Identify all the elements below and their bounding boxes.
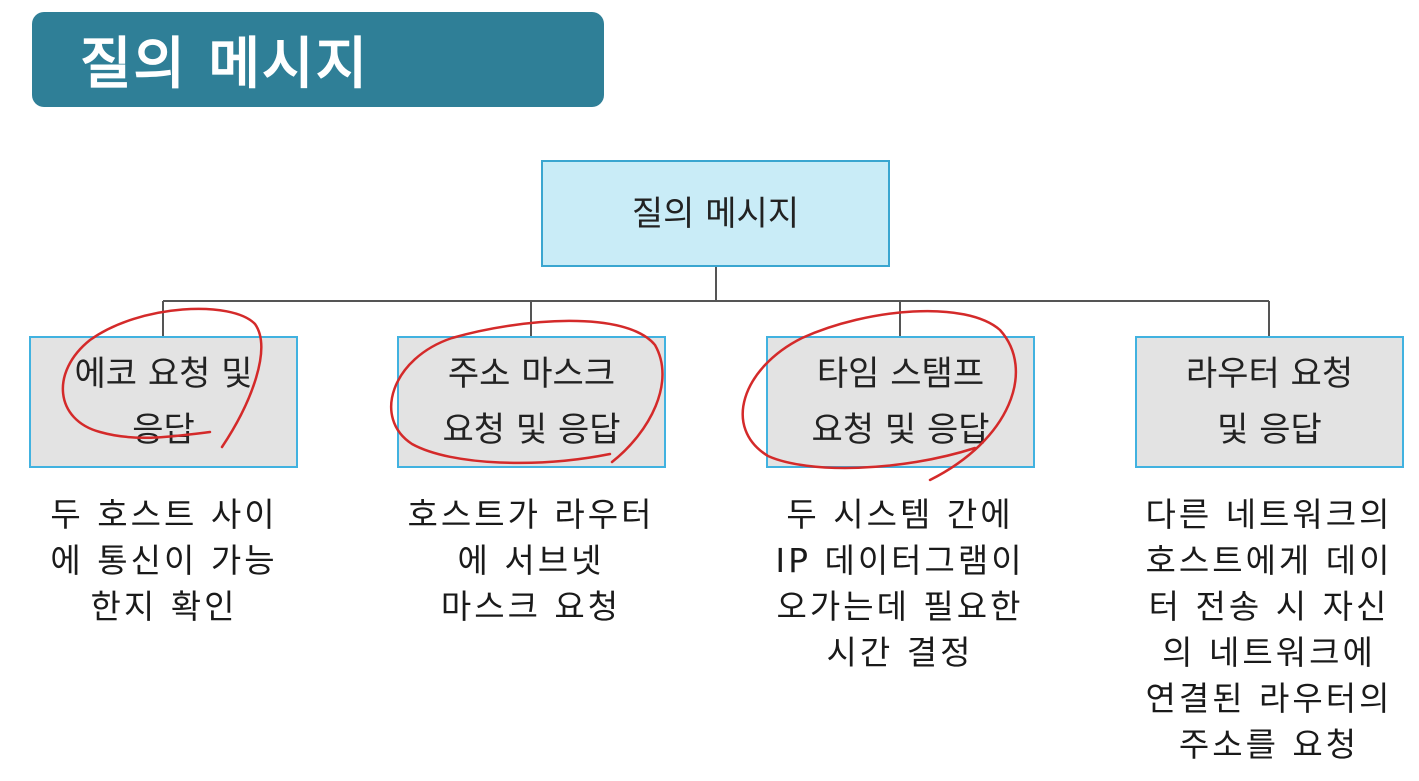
node-label-line: 요청 및 응답 (811, 410, 990, 450)
description-line: 연결된 라우터의 (1145, 679, 1393, 718)
description-line: 마스크 요청 (440, 587, 622, 626)
description-line: 주소를 요청 (1178, 725, 1360, 764)
description-line: 시간 결정 (826, 633, 974, 672)
root-node-label: 질의 메시지 (631, 193, 800, 234)
description-router: 다른 네트워크의 호스트에게 데이 터 전송 시 자신 의 네트워크에 연결된 … (1119, 492, 1419, 768)
description-timestamp: 두 시스템 간에 IP 데이터그램이 오가는데 필요한 시간 결정 (750, 492, 1050, 676)
description-address-mask: 호스트가 라우터 에 서브넷 마스크 요청 (381, 492, 681, 630)
description-line: 에 서브넷 (457, 541, 605, 580)
node-label-line: 에코 요청 및 (74, 354, 253, 394)
description-line: 의 네트워크에 (1162, 633, 1376, 672)
description-line: 두 호스트 사이 (50, 495, 278, 534)
description-line: 다른 네트워크의 (1145, 495, 1393, 534)
node-label-line: 라우터 요청 (1185, 354, 1354, 394)
description-line: 오가는데 필요한 (776, 587, 1024, 626)
title-banner: 질의 메시지 (32, 12, 604, 107)
node-address-mask: 주소 마스크 요청 및 응답 (397, 336, 666, 468)
node-label-line: 타임 스탬프 (816, 354, 985, 394)
node-echo: 에코 요청 및 응답 (29, 336, 298, 468)
root-node: 질의 메시지 (541, 160, 890, 267)
description-line: 호스트가 라우터 (407, 495, 655, 534)
node-label-line: 주소 마스크 (447, 354, 616, 394)
description-line: IP 데이터그램이 (775, 541, 1025, 580)
description-line: 두 시스템 간에 (786, 495, 1014, 534)
description-line: 터 전송 시 자신 (1148, 587, 1390, 626)
node-label-line: 요청 및 응답 (442, 410, 621, 450)
description-line: 에 통신이 가능 (50, 541, 278, 580)
node-label-line: 응답 (132, 410, 195, 450)
page-title: 질의 메시지 (80, 32, 370, 97)
description-line: 한지 확인 (90, 587, 238, 626)
description-echo: 두 호스트 사이 에 통신이 가능 한지 확인 (14, 492, 314, 630)
node-label-line: 및 응답 (1217, 410, 1322, 450)
node-router: 라우터 요청 및 응답 (1135, 336, 1404, 468)
description-line: 호스트에게 데이 (1145, 541, 1393, 580)
node-timestamp: 타임 스탬프 요청 및 응답 (766, 336, 1035, 468)
